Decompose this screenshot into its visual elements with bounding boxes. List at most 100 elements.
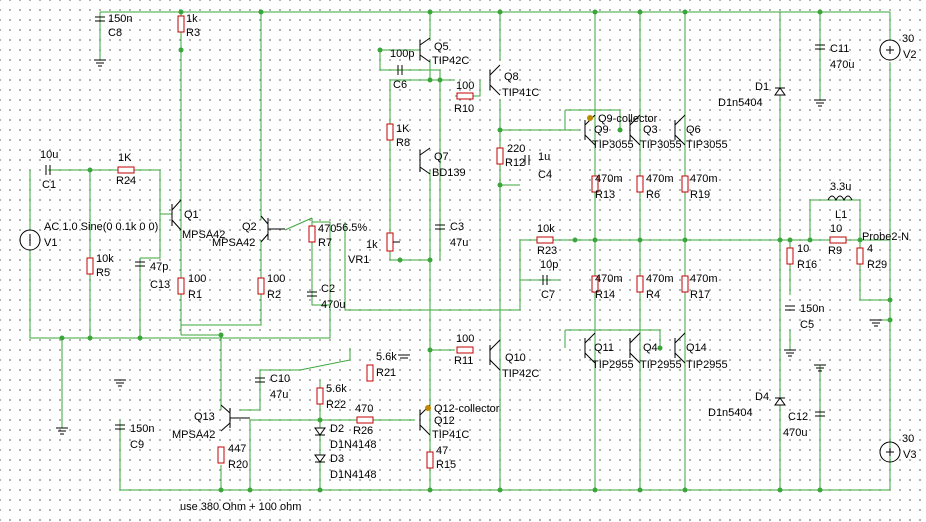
- resistor-r11: [456, 346, 474, 354]
- label-r5-value: 10k: [96, 253, 114, 265]
- label-q12-value: TIP41C: [432, 429, 469, 441]
- label-c3-value: 47u: [450, 237, 468, 249]
- label-r3-value: 1k: [186, 13, 198, 25]
- label-v1-ref: V1: [44, 237, 57, 249]
- label-c12-value: 470u: [783, 427, 807, 439]
- transistor-q11: [584, 332, 596, 364]
- resistor-r12: [496, 147, 504, 165]
- label-q11-ref: Q11: [594, 342, 614, 354]
- label-r8-value: 1K: [396, 123, 410, 135]
- resistor-r29: [856, 247, 864, 265]
- label-r22-ref: R22: [326, 399, 346, 411]
- label-q7-value: BD139: [432, 167, 466, 179]
- source-v1: [19, 229, 41, 251]
- junction-dots: [59, 9, 893, 493]
- label-r14-value: 470m: [595, 273, 623, 285]
- label-q12-ref: Q12: [434, 415, 455, 427]
- label-c4-ref: C4: [538, 169, 552, 181]
- label-q7-ref: Q7: [434, 151, 449, 163]
- label-probe2: Probe2-N: [862, 231, 909, 243]
- label-c2-value: 470u: [321, 299, 345, 311]
- label-r10-ref: R10: [454, 103, 474, 115]
- label-r24-value: 1K: [118, 152, 132, 164]
- label-note: use 380 Ohm + 100 ohm: [180, 501, 301, 513]
- label-c9-value: 150n: [130, 423, 154, 435]
- label-l1-value: 3.3u: [830, 181, 851, 193]
- label-r12-ref: R12: [505, 157, 525, 169]
- label-c6-value: 100p: [390, 48, 414, 60]
- label-r15-value: 47: [436, 445, 448, 457]
- label-q10-ref: Q10: [505, 352, 526, 364]
- resistor-r6: [636, 175, 644, 193]
- transistor-q7: [419, 147, 431, 175]
- label-c8-ref: C8: [108, 27, 122, 39]
- label-q5-ref: Q5: [434, 41, 449, 53]
- label-q2-value: MPSA42: [212, 237, 255, 249]
- ground-c9: [114, 379, 126, 387]
- source-v2: [879, 39, 901, 61]
- ground-c5: [784, 349, 796, 357]
- label-r17-value: 470m: [690, 273, 718, 285]
- label-q4-value: TIP2955: [640, 359, 682, 371]
- label-r13-value: 470m: [595, 173, 623, 185]
- resistor-r9: [829, 236, 847, 244]
- label-r26-ref: R26: [353, 425, 373, 437]
- label-d1-value: D1n5404: [718, 97, 763, 109]
- label-r6-ref: R6: [646, 189, 660, 201]
- transistor-q8: [489, 64, 501, 96]
- resistor-r3: [177, 15, 185, 33]
- label-r9-ref: R9: [828, 245, 842, 257]
- label-r1-ref: R1: [188, 289, 202, 301]
- label-c2-ref: C2: [321, 283, 335, 295]
- label-c3-ref: C3: [450, 221, 464, 233]
- label-r20-ref: R20: [228, 459, 248, 471]
- label-v2-ref: V2: [903, 49, 916, 61]
- resistor-r2: [257, 277, 265, 295]
- label-q14-value: TIP2955: [686, 359, 728, 371]
- label-r11-value: 100: [456, 333, 474, 345]
- probe-q9-marker: [587, 115, 593, 121]
- capacitor-c12: [815, 411, 825, 417]
- label-r7-ref: R7: [318, 237, 332, 249]
- label-r9-value: 10: [830, 223, 842, 235]
- label-r24-ref: R24: [116, 175, 136, 187]
- label-r14-ref: R14: [595, 289, 615, 301]
- label-q5-value: TIP42C: [432, 55, 469, 67]
- capacitor-c4: [524, 155, 530, 165]
- transistor-q4: [629, 332, 641, 364]
- ground-v1: [56, 427, 68, 435]
- diode-d1: [774, 87, 786, 96]
- label-q3-value: TIP3055: [640, 139, 682, 151]
- label-r3-ref: R3: [186, 27, 200, 39]
- label-q8-ref: Q8: [504, 71, 519, 83]
- label-d1-ref: D1: [755, 81, 769, 93]
- ground-c8: [94, 59, 106, 67]
- label-q8-value: TIP41C: [502, 87, 539, 99]
- label-r29-ref: R29: [867, 259, 887, 271]
- label-c7-ref: C7: [541, 289, 555, 301]
- label-r6-value: 470m: [646, 173, 674, 185]
- transistor-q3: [629, 114, 641, 146]
- resistor-r19: [681, 175, 689, 193]
- capacitor-c9: [115, 424, 125, 430]
- resistor-r24: [117, 166, 135, 174]
- label-r13-ref: R13: [595, 189, 615, 201]
- labels: 150n C8 1k R3 100p C6 Q5 TIP42C Q8 TIP41…: [40, 13, 916, 513]
- transistor-q5: [419, 37, 431, 63]
- resistor-r1: [177, 277, 185, 295]
- diode-d2: [314, 427, 326, 436]
- capacitor-c10: [255, 377, 265, 383]
- resistor-r7: [308, 225, 316, 243]
- label-q3-ref: Q3: [643, 124, 658, 136]
- capacitor-c3: [435, 224, 445, 230]
- transistor-q14: [674, 332, 686, 364]
- label-r16-value: 10: [797, 243, 809, 255]
- ground-c12: [814, 364, 826, 372]
- label-r23-value: 10k: [537, 223, 555, 235]
- capacitor-c6: [397, 65, 403, 75]
- label-v3-value: 30: [902, 433, 914, 445]
- diode-d3: [314, 454, 326, 463]
- diode-d4: [774, 397, 786, 406]
